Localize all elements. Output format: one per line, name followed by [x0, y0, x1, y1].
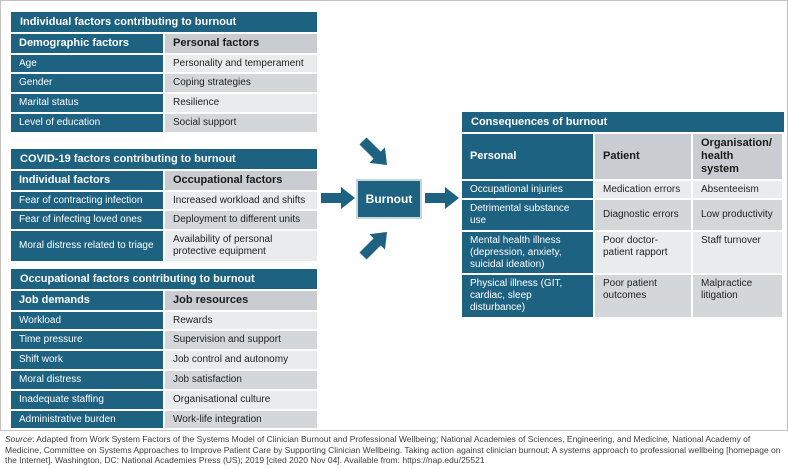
table-cell: Low productivity: [693, 200, 782, 230]
table-cell: Availability of personal protective equi…: [165, 231, 317, 261]
table-cell: Administrative burden: [11, 410, 163, 429]
input-arrow-top: [359, 137, 388, 166]
table-cell: Moral distress related to triage: [11, 231, 163, 261]
table-cell: Social support: [165, 114, 317, 132]
table-cell: Organisational culture: [165, 390, 317, 409]
table-occupational-factors: Occupational factors contributing to bur…: [11, 269, 317, 429]
table-title-individual: Individual factors contributing to burno…: [11, 12, 317, 32]
column-header: Demographic factors: [11, 33, 163, 53]
table-cell: Job satisfaction: [165, 371, 317, 389]
table-title-consequences: Consequences of burnout: [462, 112, 784, 132]
table-cell: Marital status: [11, 94, 163, 112]
table-body: Personal Patient Organisation/ health sy…: [462, 133, 784, 317]
burnout-arrows: [321, 137, 459, 260]
table-cell: Work-life integration: [165, 410, 317, 429]
table-cell: Physical illness (GIT, cardiac, sleep di…: [462, 275, 593, 317]
table-cell: Mental health illness (depression, anxie…: [462, 231, 593, 274]
table-body: Individual factors Occupational factors …: [11, 170, 317, 261]
source-citation: Source: Adapted from Work System Factors…: [5, 434, 784, 466]
table-cell: Absenteeism: [693, 180, 782, 199]
table-cell: Poor patient outcomes: [595, 275, 691, 317]
column-header: Occupational factors: [165, 170, 317, 190]
table-cell: Malpractice litigation: [693, 275, 782, 317]
table-cell: Moral distress: [11, 371, 163, 389]
column-header: Individual factors: [11, 170, 163, 190]
table-cell: Job control and autonomy: [165, 351, 317, 369]
table-cell: Resilience: [165, 94, 317, 112]
table-cell: Diagnostic errors: [595, 200, 691, 230]
table-consequences: Consequences of burnout Personal Patient…: [462, 112, 784, 317]
column-header: Patient: [595, 133, 691, 179]
input-arrow-left: [321, 187, 355, 209]
table-cell: Time pressure: [11, 331, 163, 350]
table-cell: Gender: [11, 74, 163, 93]
input-arrow-bottom: [359, 231, 388, 260]
table-title-occupational: Occupational factors contributing to bur…: [11, 269, 317, 289]
burnout-box: Burnout: [356, 179, 422, 219]
column-header: Job resources: [165, 290, 317, 310]
table-body: Demographic factors Personal factors Age…: [11, 33, 317, 132]
table-cell: Coping strategies: [165, 74, 317, 93]
table-cell: Personality and temperament: [165, 54, 317, 73]
table-cell: Staff turnover: [693, 231, 782, 274]
table-cell: Poor doctor-patient rapport: [595, 231, 691, 274]
table-title-covid: COVID-19 factors contributing to burnout: [11, 149, 317, 169]
column-header: Personal factors: [165, 33, 317, 53]
table-individual-factors: Individual factors contributing to burno…: [11, 12, 317, 132]
table-cell: Deployment to different units: [165, 211, 317, 230]
table-cell: Detrimental substance use: [462, 200, 593, 230]
table-cell: Fear of contracting infection: [11, 191, 163, 210]
burnout-label: Burnout: [365, 192, 413, 206]
table-cell: Level of education: [11, 114, 163, 132]
table-cell: Fear of infecting loved ones: [11, 211, 163, 230]
table-cell: Age: [11, 54, 163, 73]
table-covid-factors: COVID-19 factors contributing to burnout…: [11, 149, 317, 261]
column-header: Personal: [462, 133, 593, 179]
table-cell: Inadequate staffing: [11, 390, 163, 409]
diagram-area: Individual factors contributing to burno…: [0, 0, 788, 431]
table-cell: Medication errors: [595, 180, 691, 199]
column-header: Job demands: [11, 290, 163, 310]
column-header: Organisation/ health system: [693, 133, 782, 179]
source-label: Source: [5, 434, 32, 444]
table-cell: Shift work: [11, 351, 163, 369]
table-cell: Supervision and support: [165, 331, 317, 350]
table-cell: Occupational injuries: [462, 180, 593, 199]
table-cell: Increased workload and shifts: [165, 191, 317, 210]
source-text: : Adapted from Work System Factors of th…: [5, 434, 781, 466]
table-cell: Rewards: [165, 311, 317, 330]
table-cell: Workload: [11, 311, 163, 330]
output-arrow: [425, 187, 459, 209]
table-body: Job demands Job resources Workload Rewar…: [11, 290, 317, 429]
